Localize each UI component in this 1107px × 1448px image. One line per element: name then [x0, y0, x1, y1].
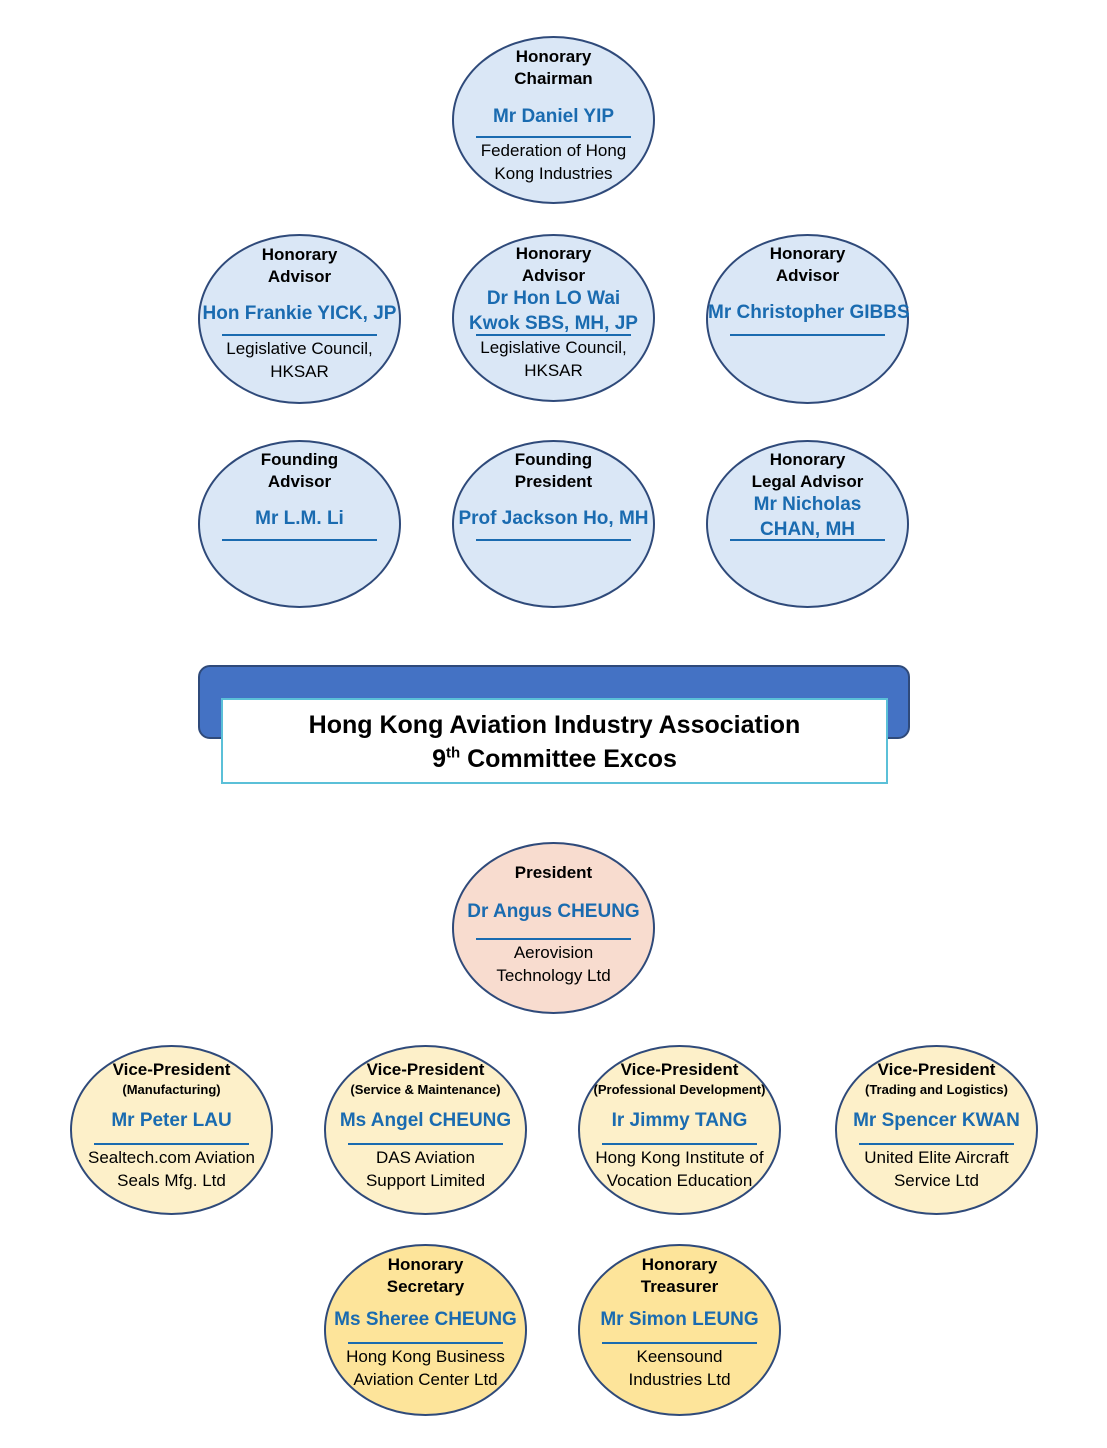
banner-title: Hong Kong Aviation Industry Association: [308, 711, 801, 739]
node-role: Vice-President (Service & Maintenance): [326, 1059, 525, 1099]
node-role: Founding President: [514, 450, 593, 491]
node-name: Mr Peter LAU: [111, 1110, 232, 1131]
node-founding-president: Founding President Prof Jackson Ho, MH: [452, 440, 655, 608]
node-org: DAS Aviation Support Limited: [365, 1148, 486, 1190]
node-role: Honorary Advisor: [261, 245, 338, 286]
node-org: Hong Kong Business Aviation Center Ltd: [346, 1347, 505, 1389]
node-org: Keensound Industries Ltd: [628, 1347, 731, 1389]
node-role: Honorary Advisor: [769, 244, 846, 285]
node-vp-professional: Vice-President (Professional Development)…: [578, 1045, 781, 1215]
node-name: Mr Christopher GIBBS: [708, 302, 910, 323]
node-role: Honorary Chairman: [514, 47, 593, 88]
node-name: Hon Frankie YICK, JP: [202, 303, 397, 324]
node-divider: [348, 1143, 503, 1145]
node-org: United Elite Aircraft Service Ltd: [864, 1148, 1009, 1190]
node-role-subtitle: (Service & Maintenance): [350, 1082, 501, 1097]
node-name: Mr Daniel YIP: [492, 106, 615, 127]
banner-subtitle-suffix: th: [445, 744, 461, 762]
node-role: Honorary Legal Advisor: [751, 450, 864, 491]
node-org: Hong Kong Institute of Vocation Educatio…: [595, 1148, 764, 1190]
node-name: Mr L.M. Li: [255, 508, 344, 529]
node-name: Mr Nicholas CHAN, MH: [753, 494, 862, 540]
node-divider: [222, 539, 377, 541]
node-divider: [859, 1143, 1014, 1145]
node-president: President Dr Angus CHEUNG Aerovision Tec…: [452, 842, 655, 1014]
node-role: Founding Advisor: [260, 450, 339, 491]
node-name: Mr Simon LEUNG: [600, 1309, 759, 1330]
node-honorary-secretary: Honorary Secretary Ms Sheree CHEUNG Hong…: [324, 1244, 527, 1416]
node-role: Vice-President (Professional Development): [580, 1059, 779, 1099]
node-role-subtitle: (Professional Development): [593, 1082, 766, 1097]
banner-subtitle-text: Committee Excos: [467, 745, 677, 773]
node-role-subtitle: (Manufacturing): [122, 1082, 221, 1097]
node-divider: [94, 1143, 249, 1145]
node-role: Honorary Secretary: [386, 1255, 465, 1296]
node-name: Dr Angus CHEUNG: [467, 901, 640, 922]
node-divider: [476, 334, 631, 336]
node-org: Sealtech.com Aviation Seals Mfg. Ltd: [88, 1148, 255, 1190]
node-role-title: Vice-President: [620, 1060, 739, 1079]
node-divider: [730, 539, 885, 541]
node-divider: [602, 1143, 757, 1145]
banner-title-box: Hong Kong Aviation Industry Association …: [221, 698, 888, 784]
node-role-subtitle: (Trading and Logistics): [864, 1082, 1008, 1097]
node-founding-advisor: Founding Advisor Mr L.M. Li: [198, 440, 401, 608]
node-name: Prof Jackson Ho, MH: [458, 508, 649, 529]
node-divider: [476, 539, 631, 541]
node-role-title: Vice-President: [877, 1060, 996, 1079]
node-name: Ms Angel CHEUNG: [339, 1110, 512, 1131]
node-name: Ms Sheree CHEUNG: [334, 1309, 517, 1330]
node-vp-trading: Vice-President (Trading and Logistics) Mr…: [835, 1045, 1038, 1215]
node-divider: [348, 1342, 503, 1344]
node-org: Legislative Council, HKSAR: [480, 338, 627, 380]
node-role: Honorary Treasurer: [640, 1255, 719, 1296]
node-org: Legislative Council, HKSAR: [226, 339, 373, 381]
node-role-title: Vice-President: [366, 1060, 485, 1079]
node-role: President: [514, 863, 593, 882]
node-org: Federation of Hong Kong Industries: [480, 141, 627, 183]
node-name: Mr Spencer KWAN: [853, 1110, 1020, 1131]
node-role: Vice-President (Manufacturing): [72, 1059, 271, 1099]
node-role: Vice-President (Trading and Logistics): [837, 1059, 1036, 1099]
node-org: Aerovision Technology Ltd: [496, 943, 611, 985]
banner-subtitle-number: 9: [432, 745, 446, 773]
banner-subtitle: 9th Committee Excos: [223, 742, 886, 776]
node-divider: [476, 938, 631, 940]
node-divider: [730, 334, 885, 336]
node-role: Honorary Advisor: [515, 244, 592, 285]
node-honorary-chairman: Honorary Chairman Mr Daniel YIP Federati…: [452, 36, 655, 204]
node-honorary-advisor-1: Honorary Advisor Hon Frankie YICK, JP Le…: [198, 234, 401, 404]
node-vp-service: Vice-President (Service & Maintenance) Ms…: [324, 1045, 527, 1215]
node-vp-manufacturing: Vice-President (Manufacturing) Mr Peter L…: [70, 1045, 273, 1215]
node-honorary-treasurer: Honorary Treasurer Mr Simon LEUNG Keenso…: [578, 1244, 781, 1416]
node-role-title: Vice-President: [112, 1060, 231, 1079]
node-name: Ir Jimmy TANG: [611, 1110, 748, 1131]
node-divider: [476, 136, 631, 138]
node-divider: [602, 1342, 757, 1344]
node-legal-advisor: Honorary Legal Advisor Mr Nicholas CHAN,…: [706, 440, 909, 608]
node-name: Dr Hon LO Wai Kwok SBS, MH, JP: [469, 288, 638, 334]
node-honorary-advisor-2: Honorary Advisor Dr Hon LO Wai Kwok SBS,…: [452, 234, 655, 402]
node-honorary-advisor-3: Honorary Advisor Mr Christopher GIBBS: [706, 234, 910, 404]
node-divider: [222, 334, 377, 336]
